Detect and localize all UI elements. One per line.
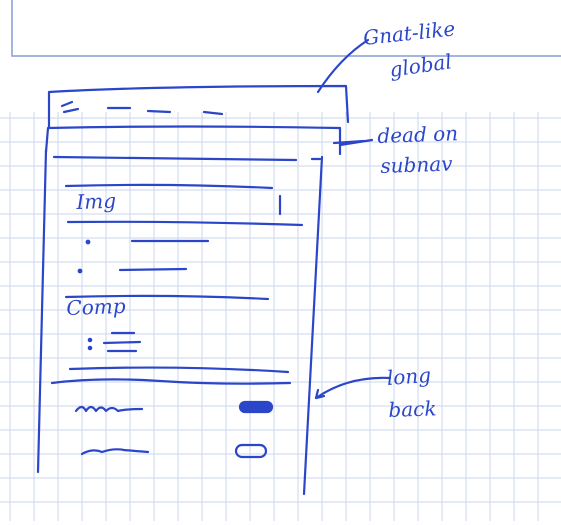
annotation-subnav-line2: subnav xyxy=(380,151,453,178)
bullet-dot xyxy=(87,345,93,351)
section2-heading-line xyxy=(64,294,270,301)
row-label-scribble xyxy=(74,405,144,413)
annotation-back-line1: long xyxy=(386,362,432,390)
divider-top xyxy=(68,366,290,374)
annotation-back-line2: back xyxy=(388,396,437,422)
global-nav-item xyxy=(202,110,224,116)
bullet-dot xyxy=(87,337,93,343)
global-nav-logo-scribble xyxy=(60,100,80,114)
bullet-dot xyxy=(77,268,83,274)
global-nav-item xyxy=(146,109,172,114)
sidebar-top-edge xyxy=(52,155,322,162)
graph-paper-grid xyxy=(0,112,561,521)
sidebar-right-edge xyxy=(302,155,324,496)
subnav-box xyxy=(44,125,342,156)
global-nav-box xyxy=(47,84,350,130)
subnav-annotation-arrow xyxy=(338,138,374,147)
divider-bottom xyxy=(50,378,292,385)
section1-underline xyxy=(66,220,304,227)
top-empty-box xyxy=(11,0,561,57)
bullet-dot xyxy=(85,239,91,245)
row-label-scribble xyxy=(80,448,150,456)
toggle-pill xyxy=(234,443,268,459)
toggle-pill xyxy=(238,400,274,414)
annotation-subnav-line1: dead on xyxy=(377,121,459,148)
back-arrowhead xyxy=(314,388,326,400)
list-item-lines xyxy=(102,331,142,353)
sidebar-left-edge xyxy=(36,148,48,474)
section1-heading-line xyxy=(64,183,274,190)
global-annotation-arrow xyxy=(316,38,370,94)
list-item-line xyxy=(118,267,188,272)
sidebar-section1-heading: Img xyxy=(76,188,117,214)
sidebar-section2-heading: Comp xyxy=(66,293,126,320)
back-annotation-arrow xyxy=(314,376,392,400)
